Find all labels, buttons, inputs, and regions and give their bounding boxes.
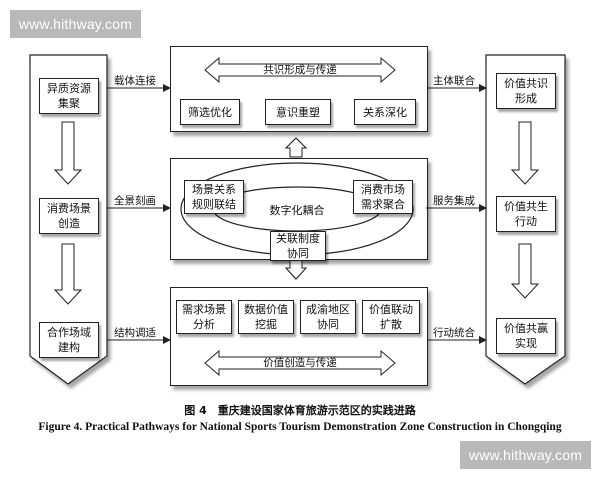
bottom-item-value-linkage: 价值联动 扩散 — [362, 300, 420, 334]
left-item-field-construction: 合作场域 建构 — [39, 322, 99, 358]
connector-label-action: 行动统合 — [433, 327, 475, 339]
left-item-label: 合作场域 建构 — [47, 326, 91, 354]
connector-label-structure: 结构调适 — [114, 327, 156, 339]
watermark-bottom: www.hithway.com — [460, 441, 591, 469]
left-item-scene-creation: 消费场景 创造 — [39, 198, 99, 234]
middle-item-label: 场景关系 规则联结 — [192, 183, 236, 211]
top-panel-banner: 共识形成与传递 — [263, 64, 337, 76]
connector-label-carrier: 载体连接 — [114, 75, 156, 87]
middle-item-label: 消费市场 需求聚合 — [361, 183, 405, 211]
top-item-label: 意识重塑 — [276, 105, 320, 119]
bottom-item-chengyu: 成渝地区 协同 — [300, 300, 356, 334]
bottom-item-demand-scene: 需求场景 分析 — [176, 300, 232, 334]
left-down-arrow-2 — [53, 243, 83, 305]
left-item-label: 消费场景 创造 — [47, 202, 91, 230]
down-arrow-mid-to-bottom — [284, 259, 308, 280]
right-item-symbiosis-action: 价值共生 行动 — [496, 196, 556, 232]
right-item-label: 价值共识 形成 — [504, 77, 548, 105]
connector-label-panorama: 全景刻画 — [114, 195, 156, 207]
top-item-filter: 筛选优化 — [180, 99, 240, 125]
bottom-item-label: 成渝地区 协同 — [306, 303, 350, 331]
bottom-item-data-value: 数据价值 挖掘 — [238, 300, 294, 334]
connector-label-subject: 主体联合 — [433, 75, 475, 87]
middle-item-institution: 关联制度 协同 — [270, 231, 326, 261]
bottom-item-label: 价值联动 扩散 — [369, 303, 413, 331]
right-item-win-win: 价值共赢 实现 — [496, 318, 556, 354]
figure-caption-en: Figure 4. Practical Pathways for Nationa… — [38, 421, 562, 433]
watermark-top: www.hithway.com — [10, 10, 141, 38]
middle-item-scene-rules: 场景关系 规则联结 — [184, 180, 244, 214]
middle-item-market-demand: 消费市场 需求聚合 — [353, 180, 413, 214]
up-arrow-mid-to-top — [284, 137, 308, 158]
bottom-item-label: 数据价值 挖掘 — [244, 303, 288, 331]
right-down-arrow-1 — [510, 121, 540, 185]
top-item-label: 筛选优化 — [188, 105, 232, 119]
left-item-resource-agglomeration: 异质资源 集聚 — [39, 78, 99, 114]
left-item-label: 异质资源 集聚 — [47, 82, 91, 110]
figure-caption-cn: 图 4 重庆建设国家体育旅游示范区的实践进路 — [184, 404, 416, 417]
middle-item-label: 关联制度 协同 — [276, 232, 320, 260]
top-item-label: 关系深化 — [363, 105, 407, 119]
top-item-awareness: 意识重塑 — [265, 99, 331, 125]
connector-label-service: 服务集成 — [433, 195, 475, 207]
left-down-arrow-1 — [53, 121, 83, 185]
top-item-relations: 关系深化 — [354, 99, 416, 125]
right-down-arrow-2 — [510, 243, 540, 299]
bottom-panel-banner: 价值创造与传递 — [263, 357, 337, 369]
bottom-item-label: 需求场景 分析 — [182, 303, 226, 331]
right-item-label: 价值共生 行动 — [504, 200, 548, 228]
middle-center-label: 数字化耦合 — [269, 204, 325, 217]
right-item-label: 价值共赢 实现 — [504, 322, 548, 350]
right-item-consensus-formation: 价值共识 形成 — [496, 73, 556, 109]
